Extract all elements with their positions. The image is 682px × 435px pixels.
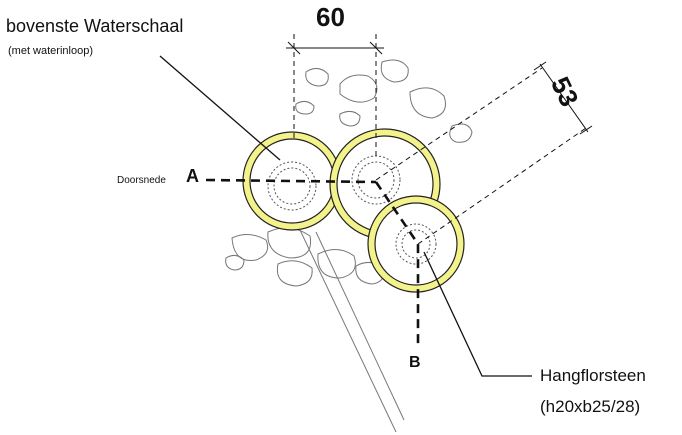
section-lines [205,178,420,348]
section-a-marker: A [186,166,199,186]
upper-bowl-note: (met waterinloop) [8,45,93,57]
stone-outlines [225,59,473,287]
section-label: Doorsnede [117,175,166,186]
dimension-60-lines [286,34,384,160]
upper-bowl-label: bovenste Waterschaal [6,16,184,36]
sketch-lines [299,229,405,433]
dimension-53-lines [375,61,593,245]
hanging-stone-size: (h20xb25/28) [540,397,641,416]
bowl-rings [242,128,465,293]
hanging-stone-label: Hangflorsteen [540,366,646,385]
section-b-marker: B [409,354,421,371]
leader-lines [159,55,532,377]
dimension-60-label: 60 [316,2,345,32]
